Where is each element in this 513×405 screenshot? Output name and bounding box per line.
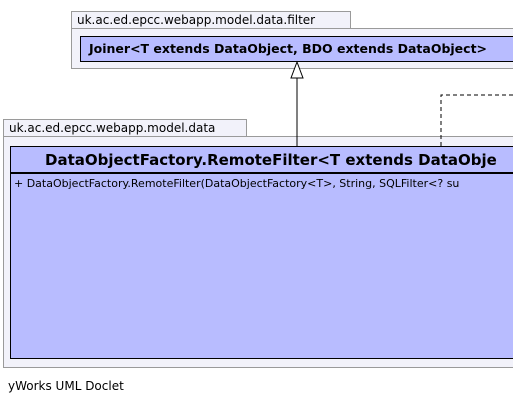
class-divider bbox=[11, 172, 513, 174]
class-member-constructor: + DataObjectFactory.RemoteFilter(DataObj… bbox=[14, 177, 460, 190]
realization-arrowhead bbox=[290, 60, 304, 79]
package-name-filter: uk.ac.ed.epcc.webapp.model.data.filter bbox=[77, 13, 316, 27]
class-name-remote-filter: DataObjectFactory.RemoteFilter<T extends… bbox=[45, 151, 497, 169]
class-remote-filter[interactable]: DataObjectFactory.RemoteFilter<T extends… bbox=[10, 146, 513, 359]
package-tab-data: uk.ac.ed.epcc.webapp.model.data bbox=[3, 119, 247, 137]
footer-credit: yWorks UML Doclet bbox=[8, 379, 124, 393]
package-name-data: uk.ac.ed.epcc.webapp.model.data bbox=[9, 121, 216, 135]
class-joiner[interactable]: Joiner<T extends DataObject, BDO extends… bbox=[80, 36, 513, 62]
dependency-line bbox=[440, 94, 513, 146]
class-name-joiner: Joiner<T extends DataObject, BDO extends… bbox=[89, 41, 488, 56]
package-tab-filter: uk.ac.ed.epcc.webapp.model.data.filter bbox=[71, 11, 351, 29]
